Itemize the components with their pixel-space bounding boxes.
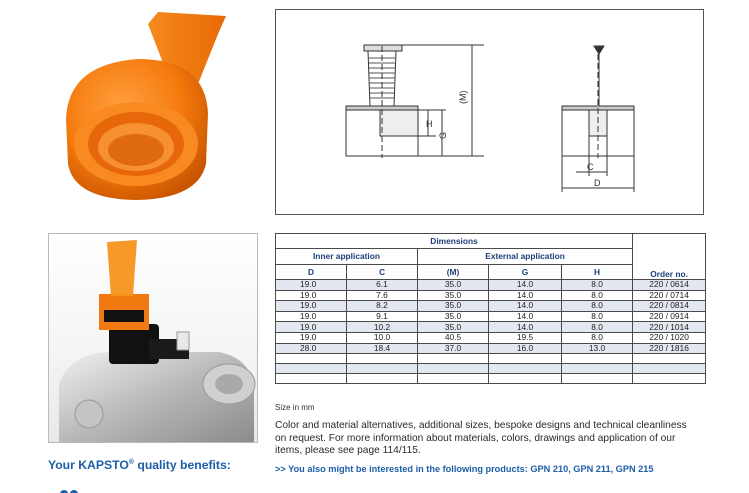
table-cell: 35.0 [417, 279, 489, 291]
table-cell: 8.0 [560, 279, 634, 291]
table-cell: 35.0 [417, 321, 489, 333]
table-cell: 37.0 [417, 342, 489, 355]
table-cell: 19.0 [275, 289, 347, 302]
table-cell: 9.1 [346, 310, 418, 323]
table-row: 19.0 6.1 35.0 14.0 8.0 220 / 0614 [275, 279, 707, 291]
table-cell: 6.1 [346, 279, 418, 291]
table-cell: 35.0 [417, 310, 489, 323]
table-row: 19.0 7.6 35.0 14.0 8.0 220 / 0714 [275, 289, 707, 302]
registered-mark: ® [128, 458, 134, 466]
column-header: G [488, 264, 562, 280]
table-cell: 8.0 [560, 321, 634, 333]
table-cell: 220 / 0814 [632, 300, 707, 312]
table-cell: 7.6 [346, 289, 418, 302]
dim-label-d: D [594, 178, 601, 188]
table-row: 19.0 8.2 35.0 14.0 8.0 220 / 0814 [275, 300, 707, 312]
table-cell: 14.0 [488, 310, 562, 323]
related-products-link[interactable]: >> You also might be interested in the f… [275, 464, 654, 474]
table-cell: 220 / 1816 [632, 342, 707, 355]
column-header: (M) [417, 264, 489, 280]
table-cell: 8.2 [346, 300, 418, 312]
table-row-empty [275, 363, 707, 375]
table-cell: 13.0 [560, 342, 634, 355]
table-cell: 14.0 [488, 321, 562, 333]
benefits-heading: Your KAPSTO® quality benefits: [48, 458, 231, 472]
table-row-empty [275, 353, 707, 365]
table-cell: 8.0 [560, 331, 634, 344]
table-row: 19.0 10.0 40.5 19.5 8.0 220 / 1020 [275, 331, 707, 344]
table-cell: 35.0 [417, 300, 489, 312]
column-header: H [560, 264, 634, 280]
dim-label-g: G [438, 132, 448, 139]
description-text: Color and material alternatives, additio… [275, 420, 687, 456]
table-cell: 40.5 [417, 331, 489, 344]
table-cell: 35.0 [417, 289, 489, 302]
table-cell: 18.4 [346, 342, 418, 355]
order-header: Order no. [632, 233, 707, 280]
table-row: 19.0 9.1 35.0 14.0 8.0 220 / 0914 [275, 310, 707, 323]
bullet-icon [60, 490, 78, 493]
dim-label-h: H [426, 119, 433, 129]
product-photo-cap [66, 12, 226, 200]
table-cell: 10.0 [346, 331, 418, 344]
table-cell: 10.2 [346, 321, 418, 333]
table-row: 19.0 10.2 35.0 14.0 8.0 220 / 1014 [275, 321, 707, 333]
table-cell: 220 / 1014 [632, 321, 707, 333]
table-cell: 220 / 0614 [632, 279, 707, 291]
dimensions-table: Dimensions Order no. Inner application E… [274, 233, 707, 385]
column-header: D [275, 264, 347, 280]
table-cell: 220 / 0914 [632, 310, 707, 323]
benefits-heading-main: Your KAPSTO [48, 458, 129, 472]
table-cell: 14.0 [488, 300, 562, 312]
table-row: 28.0 18.4 37.0 16.0 13.0 220 / 1816 [275, 342, 707, 355]
column-header: C [346, 264, 418, 280]
benefits-heading-rest: quality benefits: [133, 458, 231, 472]
table-cell: 19.0 [275, 310, 347, 323]
inner-application-header: Inner application [275, 248, 418, 265]
external-application-header: External application [416, 248, 634, 265]
technical-drawing: (M) H G C D [275, 9, 704, 215]
table-title: Dimensions [274, 233, 634, 249]
table-cell: 8.0 [560, 310, 634, 323]
table-row-empty [275, 373, 707, 385]
table-cell: 19.0 [275, 321, 347, 333]
table-cell: 19.0 [275, 331, 347, 344]
table-cell: 8.0 [560, 300, 634, 312]
product-photo-application [48, 233, 258, 443]
table-cell: 19.0 [275, 300, 347, 312]
size-note: Size in mm [275, 403, 315, 412]
table-cell: 28.0 [275, 342, 347, 355]
table-cell: 19.0 [275, 279, 347, 291]
dim-label-m: (M) [458, 91, 468, 105]
table-cell: 220 / 0714 [632, 289, 707, 302]
table-cell: 14.0 [488, 279, 562, 291]
table-cell: 16.0 [488, 342, 562, 355]
table-cell: 8.0 [560, 289, 634, 302]
table-cell: 19.5 [488, 331, 562, 344]
table-cell: 220 / 1020 [632, 331, 707, 344]
dim-label-c: C [587, 162, 594, 172]
table-cell: 14.0 [488, 289, 562, 302]
